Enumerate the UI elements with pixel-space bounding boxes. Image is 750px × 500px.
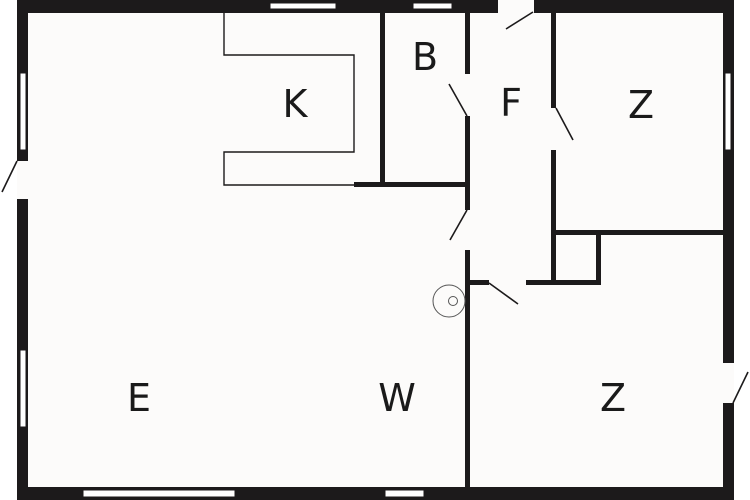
door-swing-bath: [448, 83, 468, 117]
exterior-doors: [1, 0, 749, 404]
wall-bedroom1-bottom: [551, 230, 723, 235]
wall-bath-hall-lower: [465, 116, 470, 210]
wall-hall-living-lower: [465, 250, 470, 488]
kitchen-counter: [223, 12, 355, 186]
room-label-kitchen: K: [283, 82, 309, 126]
window-left-upper: [19, 72, 27, 151]
wall-left: [17, 0, 28, 500]
window-top-kitchen: [269, 2, 337, 10]
door-opening-right: [723, 363, 734, 403]
door-swing-living: [449, 209, 468, 241]
windows: [19, 2, 732, 498]
room-label-living: E: [127, 376, 151, 420]
window-left-lower: [19, 349, 27, 428]
interior-walls: [354, 12, 723, 488]
room-label-dining: W: [378, 376, 416, 420]
wall-hall-bottom-right: [526, 280, 601, 285]
window-bottom-left: [82, 489, 236, 498]
door-swing-left: [1, 160, 18, 193]
door-swing-top-hall: [505, 11, 534, 30]
wall-hall-bedroom-upper: [551, 12, 556, 108]
door-swing-hall-bottom: [488, 282, 519, 305]
interior-doors: [448, 83, 574, 305]
door-opening-top-hall: [498, 0, 534, 13]
floor-area: [28, 12, 723, 488]
wall-bath-hall-upper: [465, 12, 470, 74]
wall-closet: [596, 230, 601, 285]
wall-hall-bedroom-lower: [551, 150, 556, 285]
room-label-bedroom-1: Z: [628, 83, 654, 127]
floor-drain-icon: [432, 284, 466, 318]
wall-kitchen-bath: [380, 12, 385, 186]
room-label-bathroom: B: [412, 35, 438, 79]
window-right-upper: [724, 72, 732, 151]
wall-bath-bottom: [354, 182, 469, 187]
window-top-bath: [412, 2, 453, 10]
wall-top: [17, 0, 734, 13]
room-label-hallway: F: [500, 81, 522, 125]
window-bottom-middle: [384, 489, 425, 498]
wall-hall-bottom-left: [465, 280, 489, 285]
door-swing-right: [732, 371, 749, 404]
door-opening-left: [17, 161, 28, 199]
wall-right: [723, 0, 734, 500]
door-swing-bedroom1: [555, 107, 574, 141]
room-label-bedroom-2: Z: [600, 376, 626, 420]
